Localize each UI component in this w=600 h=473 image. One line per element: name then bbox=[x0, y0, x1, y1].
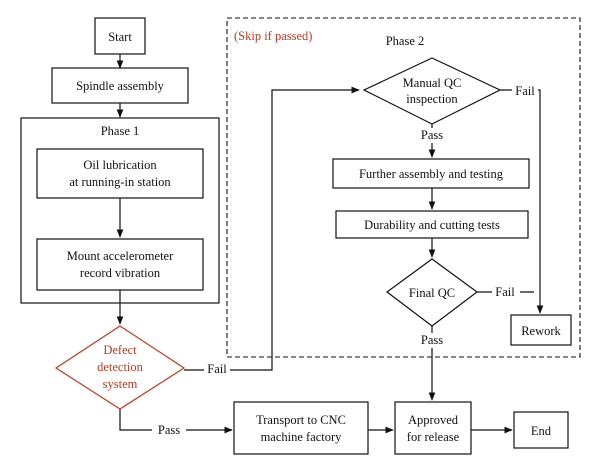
approved-node bbox=[394, 401, 472, 455]
defect-pass-label: Pass bbox=[158, 423, 180, 437]
approved-label-line2: for release bbox=[407, 430, 460, 444]
edge-manual-fail bbox=[500, 89, 544, 314]
start-label: Start bbox=[108, 30, 132, 44]
defect-detection-diamond bbox=[54, 325, 186, 410]
edge-defect-pass bbox=[119, 409, 233, 434]
defect-fail-label: Fail bbox=[207, 362, 227, 376]
transport-node bbox=[233, 401, 369, 455]
defect-label-line3: system bbox=[103, 377, 138, 391]
defect-pass-label-bg bbox=[152, 422, 186, 437]
approved-label-line1: Approved bbox=[408, 413, 459, 427]
manual-qc-label-line2: inspection bbox=[406, 92, 458, 106]
final-qc-label: Final QC bbox=[409, 286, 455, 300]
oil-label-line2: at running-in station bbox=[69, 175, 171, 189]
durability-tests-label: Durability and cutting tests bbox=[364, 218, 500, 232]
mount-label-line1: Mount accelerometer bbox=[67, 249, 174, 263]
start-node bbox=[94, 17, 146, 55]
manual-qc-diamond bbox=[362, 57, 502, 125]
manual-fail-label: Fail bbox=[515, 84, 535, 98]
manual-pass-label-bg bbox=[416, 128, 450, 143]
durability-tests-node bbox=[335, 210, 529, 239]
manual-pass-label: Pass bbox=[421, 128, 443, 142]
edge-defect-fail bbox=[184, 86, 360, 371]
mount-accelerometer-node bbox=[36, 238, 204, 291]
spindle-assembly-label: Spindle assembly bbox=[76, 79, 165, 93]
phase1-title: Phase 1 bbox=[101, 124, 140, 138]
spindle-assembly-node bbox=[51, 67, 189, 104]
defect-label-line2: detection bbox=[97, 360, 144, 374]
phase2-region bbox=[226, 17, 581, 358]
oil-label-line1: Oil lubrication bbox=[83, 158, 157, 172]
transport-label-line2: machine factory bbox=[261, 430, 343, 444]
skip-note: (Skip if passed) bbox=[234, 29, 312, 43]
defect-label-line1: Defect bbox=[103, 343, 137, 357]
manual-fail-label-bg bbox=[512, 84, 538, 97]
manual-qc-label-line1: Manual QC bbox=[403, 76, 462, 90]
rework-node bbox=[510, 314, 572, 346]
further-assembly-label: Further assembly and testing bbox=[359, 167, 504, 181]
further-assembly-node bbox=[332, 158, 530, 189]
phase2-title: Phase 2 bbox=[386, 34, 425, 48]
transport-label-line1: Transport to CNC bbox=[256, 413, 346, 427]
final-qc-diamond bbox=[385, 258, 479, 327]
end-label: End bbox=[531, 424, 552, 438]
rework-label: Rework bbox=[521, 324, 561, 338]
mount-label-line2: record vibration bbox=[80, 266, 161, 280]
defect-fail-label-bg bbox=[204, 361, 230, 376]
oil-lubrication-node bbox=[36, 148, 204, 199]
final-pass-label-bg bbox=[416, 333, 450, 348]
final-fail-label-bg bbox=[492, 285, 520, 300]
end-node bbox=[513, 411, 569, 449]
final-pass-label: Pass bbox=[421, 333, 443, 347]
final-fail-label: Fail bbox=[495, 285, 515, 299]
